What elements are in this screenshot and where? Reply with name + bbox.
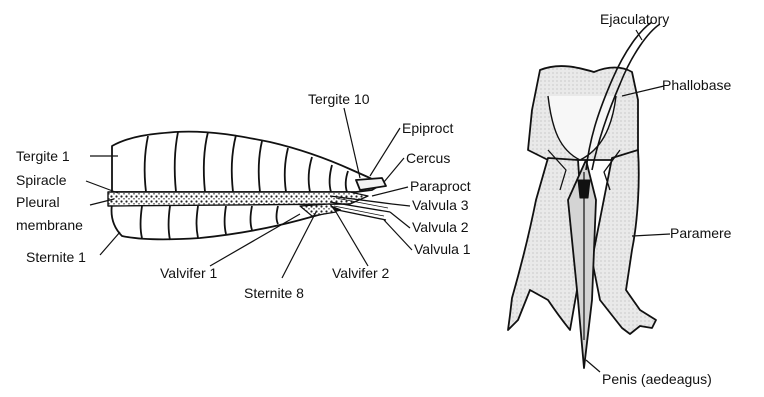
label-penis-aedeagus: Penis (aedeagus) — [602, 371, 712, 387]
label-phallobase: Phallobase — [662, 77, 731, 93]
female-abdomen-drawing — [108, 132, 392, 240]
label-tergite-1: Tergite 1 — [16, 148, 70, 164]
label-valvifer-2: Valvifer 2 — [332, 265, 390, 281]
label-spiracle: Spiracle — [16, 172, 67, 188]
label-ejaculatory: Ejaculatory — [600, 11, 669, 27]
tergite-outline — [112, 132, 382, 192]
label-epiproct: Epiproct — [402, 120, 453, 136]
label-tergite-10: Tergite 10 — [308, 91, 370, 107]
label-paramere: Paramere — [670, 225, 732, 241]
label-cercus: Cercus — [406, 150, 450, 166]
male-genitalia-drawing — [508, 22, 660, 368]
label-membrane: membrane — [16, 217, 83, 233]
label-valvula-2: Valvula 2 — [412, 219, 469, 235]
label-pleural: Pleural — [16, 194, 60, 210]
cercus-shape — [356, 178, 386, 190]
label-sternite-8: Sternite 8 — [244, 285, 304, 301]
right-paramere — [592, 150, 656, 334]
label-sternite-1: Sternite 1 — [26, 249, 86, 265]
label-valvula-3: Valvula 3 — [412, 197, 469, 213]
label-valvifer-1: Valvifer 1 — [160, 265, 218, 281]
label-valvula-1: Valvula 1 — [414, 241, 471, 257]
label-paraproct: Paraproct — [410, 178, 471, 194]
